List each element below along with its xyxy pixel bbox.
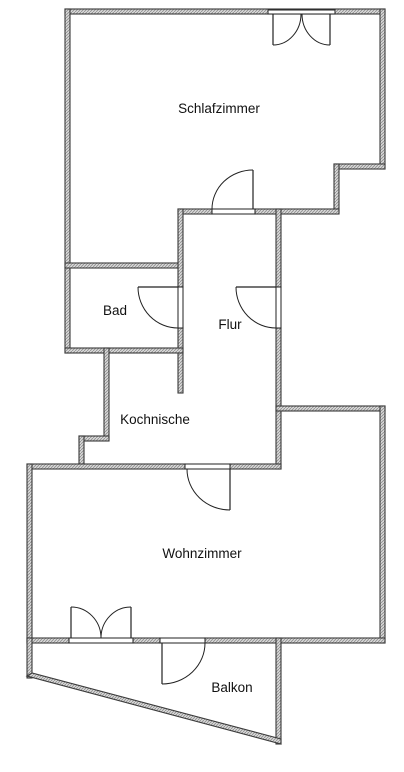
balcony-railing [25,672,282,745]
bedroom-wall-right [379,8,386,170]
bedroom-wall-step-vertical [333,163,340,214]
kitchenette-wall-left [103,347,110,441]
walls [25,8,386,745]
living-wall-left [26,463,33,644]
room-label-bad: Bad [103,303,127,318]
bathroom-wall-right-lower [177,327,184,394]
living-wall-bottom-left [26,637,70,644]
living-wall-bottom-right [204,637,386,644]
bathroom-wall-bottom [64,347,184,354]
bedroom-door [211,169,256,215]
doors [68,9,336,685]
living-wall-step-top [275,405,386,412]
bedroom-double-door-top [267,9,336,46]
bedroom-wall-left [64,8,71,354]
room-label-schlafzimmer: Schlafzimmer [178,101,260,116]
living-wall-right [379,405,386,644]
hallway-door [235,286,282,329]
room-label-balkon: Balkon [211,680,252,695]
bathroom-wall-top [64,262,184,269]
hallway-wall-right-lower [275,327,282,470]
bedroom-wall-top [64,8,386,15]
bathroom-wall-right-upper [177,208,184,288]
living-room-door [184,463,231,511]
bathroom-door [137,286,184,329]
room-labels: Schlafzimmer Bad Flur Kochnische Wohnzim… [103,101,260,695]
balcony-double-door [68,606,134,644]
hallway-wall-right-upper [275,208,282,288]
room-label-flur: Flur [218,317,242,332]
room-label-wohnzimmer: Wohnzimmer [162,546,242,561]
room-label-kochnische: Kochnische [120,412,190,427]
living-wall-bottom-middle [132,637,161,644]
bedroom-wall-step-upper [333,163,386,170]
balcony-door [159,637,206,685]
balcony-wall-left [26,637,33,679]
living-wall-top-left [26,463,186,470]
balcony-wall-right [275,637,282,745]
living-wall-top-right [229,463,282,470]
bedroom-wall-bottom-right [254,208,340,215]
